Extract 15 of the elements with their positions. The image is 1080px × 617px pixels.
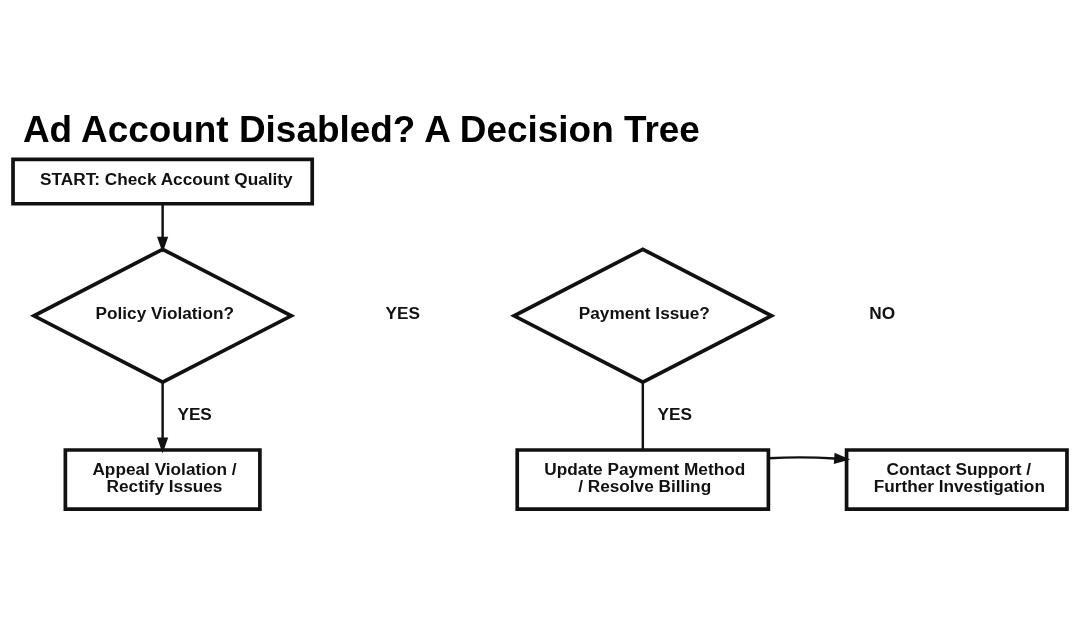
- node-box: START: Check Account Quality: [11, 157, 315, 206]
- label: NO: [869, 302, 896, 323]
- node-diamond: Payment Issue?: [510, 246, 776, 384]
- edge-label: YES: [657, 403, 693, 424]
- diagram-title: Ad Account Disabled? A Decision Tree: [22, 108, 700, 150]
- edge-label: YES: [177, 403, 212, 424]
- arrow: [157, 203, 169, 253]
- arrow: [157, 382, 169, 453]
- node-box: Update Payment Method / Resolve Billing: [515, 447, 771, 511]
- arrow: [768, 452, 851, 464]
- node-box: Contact Support / Further Investigation: [844, 447, 1069, 511]
- label: YES: [385, 302, 420, 323]
- node-diamond: Policy Violation?: [29, 246, 296, 384]
- node-box: Appeal Violation / Rectify Issues: [63, 447, 262, 511]
- connector: [641, 382, 645, 450]
